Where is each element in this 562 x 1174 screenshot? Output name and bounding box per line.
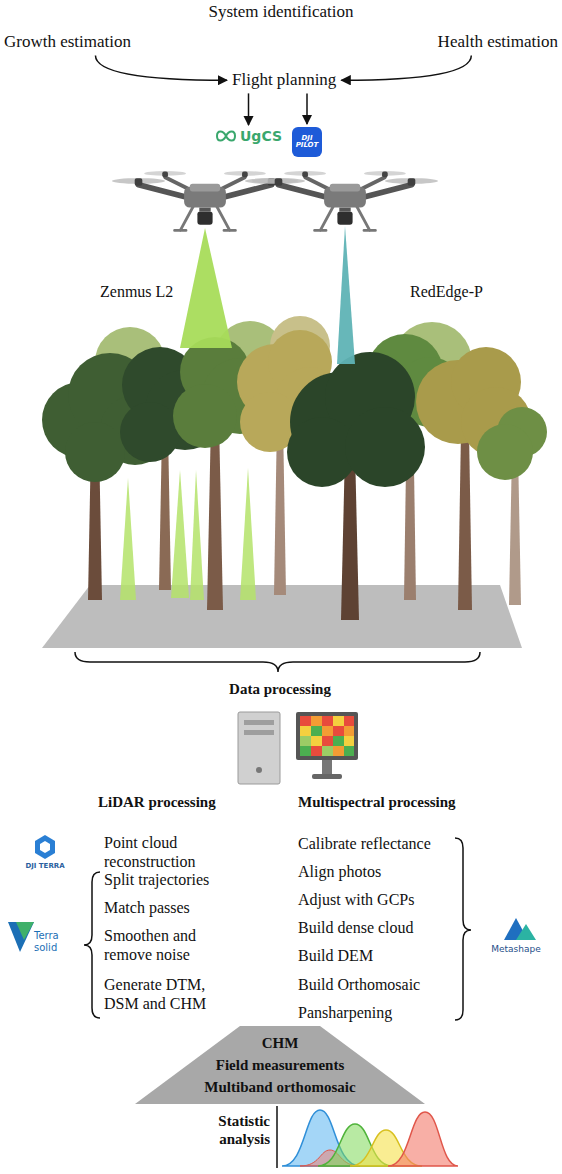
step-label: Point cloud reconstruction xyxy=(104,833,234,871)
bracket xyxy=(84,872,100,1018)
ugcs-icon xyxy=(215,128,237,144)
logo-text: DJI PILOT xyxy=(294,135,320,150)
terrasolid-icon xyxy=(8,922,34,952)
step-label: Generate DTM, DSM and CHM xyxy=(104,975,222,1013)
step-label: Pansharpening xyxy=(298,1003,392,1022)
flow-arrow xyxy=(306,93,308,124)
section-heading: Statistic analysis xyxy=(180,1112,270,1148)
step-label: Build DEM xyxy=(298,946,373,965)
distribution-chart xyxy=(277,1106,458,1168)
metashape-icon xyxy=(516,924,536,940)
diagram-title: System identification xyxy=(0,2,562,22)
goal-label: Growth estimation xyxy=(4,32,131,52)
logo-text: Metashape xyxy=(484,944,548,955)
step-label: Build Orthomosaic xyxy=(298,975,420,994)
lidar-beam xyxy=(180,228,232,348)
bracket xyxy=(75,652,480,672)
dji-terra-icon xyxy=(40,841,50,853)
bracket xyxy=(455,838,471,1020)
pyramid-text: CHM xyxy=(262,1032,299,1054)
pyramid-text: Multiband orthomosaic xyxy=(204,1076,355,1098)
section-heading: Data processing xyxy=(180,680,380,698)
goal-label: Health estimation xyxy=(438,32,558,52)
computer-icon xyxy=(238,712,280,784)
step-label: Align photos xyxy=(298,862,381,881)
logo-text: Terra solid xyxy=(34,930,68,954)
step-label: Smoothen and remove noise xyxy=(104,926,234,964)
pyramid-text: Field measurements xyxy=(216,1054,344,1076)
logo-text: UgCS xyxy=(240,128,282,145)
step-label: Match passes xyxy=(104,898,190,917)
flow-arrow xyxy=(341,55,471,80)
step-label: Calibrate reflectance xyxy=(298,834,431,853)
tree-canopies xyxy=(42,330,547,487)
section-heading: LiDAR processing xyxy=(98,793,216,811)
step-label: Adjust with GCPs xyxy=(298,890,414,909)
node-text: Growth estimation xyxy=(4,32,131,52)
software-logo: UgCS xyxy=(215,128,282,145)
monitor-icon xyxy=(296,712,358,779)
lidar-beams xyxy=(120,468,256,600)
sensor-label: Zenmus L2 xyxy=(100,282,173,301)
drone xyxy=(252,171,438,230)
section-heading: Multispectral processing xyxy=(298,793,456,811)
flow-arrow xyxy=(248,93,250,125)
multispectral-beam xyxy=(337,226,355,364)
sensor-label: RedEdge-P xyxy=(410,282,483,301)
logo-text: DJI TERRA xyxy=(20,862,70,870)
node-text: Flight planning xyxy=(232,70,336,90)
step-label: Build dense cloud xyxy=(298,918,414,937)
process-label: Flight planning xyxy=(232,70,336,90)
terrasolid-icon xyxy=(16,922,34,940)
data-pyramid: CHMField measurementsMultiband orthomosa… xyxy=(135,1026,425,1104)
software-logo: DJI PILOT xyxy=(292,127,322,157)
flow-arrow xyxy=(95,55,227,80)
node-text: Health estimation xyxy=(438,32,558,52)
dji-terra-icon xyxy=(35,835,55,859)
step-label: Split trajectories xyxy=(104,870,209,889)
